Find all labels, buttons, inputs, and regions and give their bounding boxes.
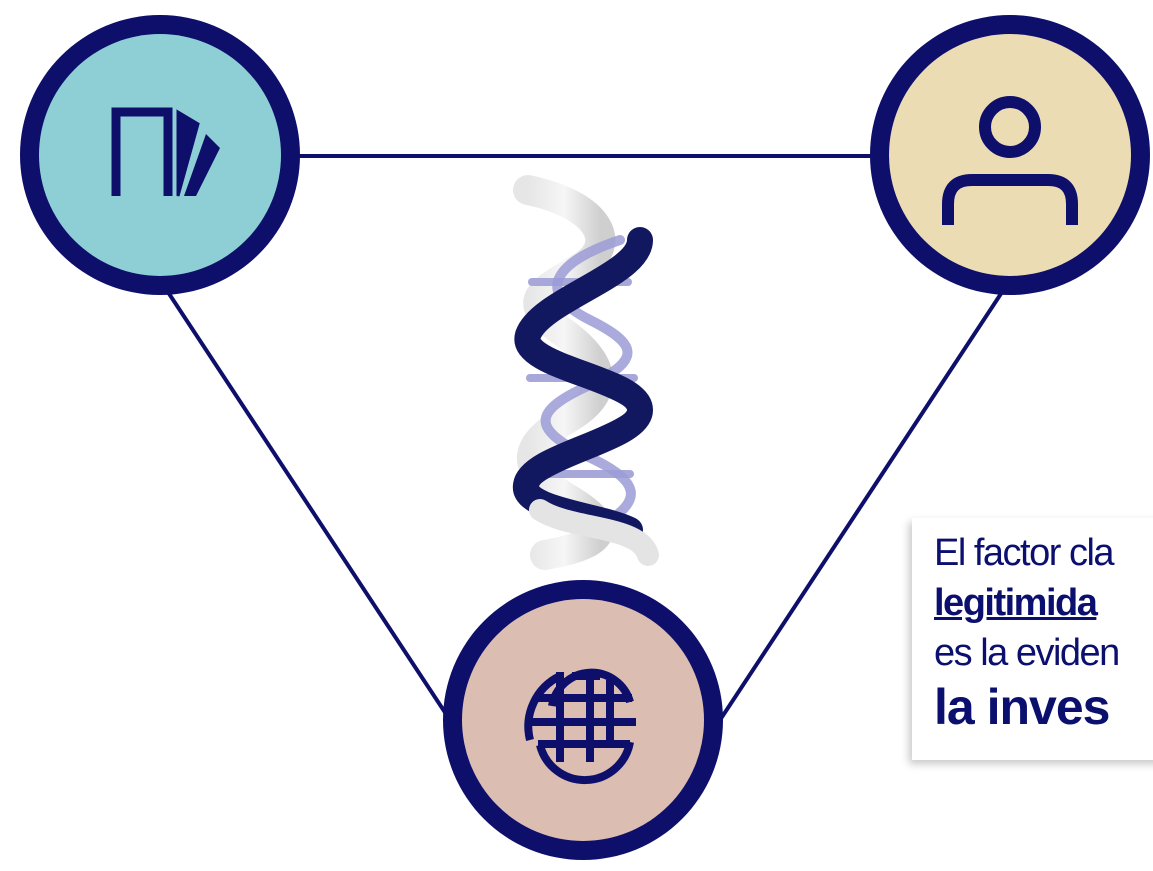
callout-line-3: es la eviden bbox=[934, 632, 1120, 674]
globe-icon bbox=[524, 668, 636, 785]
dna-helix-icon bbox=[513, 175, 659, 570]
documents-icon bbox=[111, 107, 220, 197]
callout-box: El factor cla legitimida es la eviden la… bbox=[912, 518, 1153, 760]
callout-line-2: legitimida bbox=[934, 582, 1098, 624]
node-world bbox=[443, 580, 723, 860]
node-person bbox=[870, 15, 1150, 295]
connector-lines bbox=[158, 154, 1012, 722]
callout-line-1: El factor cla bbox=[934, 532, 1115, 574]
connector-left bbox=[158, 278, 452, 722]
connector-right bbox=[718, 278, 1012, 722]
node-documents bbox=[20, 15, 300, 295]
person-icon bbox=[942, 96, 1078, 225]
callout-line-4: la inves bbox=[934, 679, 1110, 735]
